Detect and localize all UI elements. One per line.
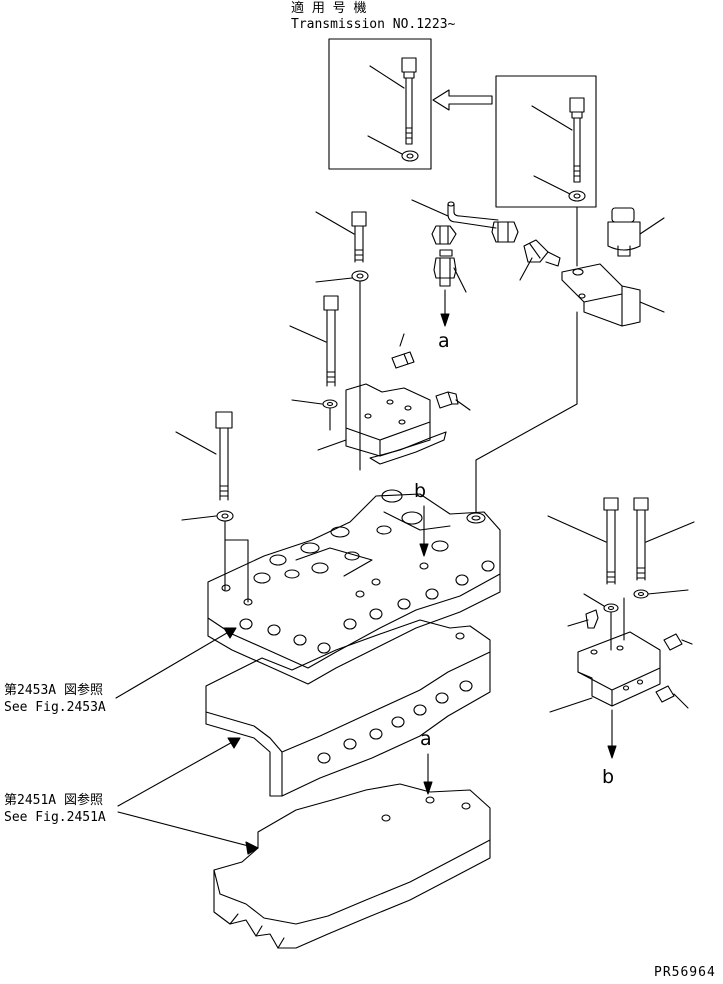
small-plugs [391, 333, 471, 411]
callout-b-top: b [414, 480, 427, 502]
inset-new-bolt-box [328, 38, 432, 170]
reference-fig2453-jp: 第2453A 図参照 [4, 683, 103, 698]
applicability-label-jp: 適 用 号 機 [291, 1, 367, 16]
pressure-sensor-assembly [475, 207, 665, 513]
separator-plate [205, 619, 491, 797]
cover-plate [317, 383, 447, 465]
reference-leaders [115, 627, 259, 855]
replacement-arrow-icon [432, 89, 493, 111]
applicability-label-en: Transmission NO.1223~ [291, 17, 456, 32]
reference-fig2453-en: See Fig.2453A [4, 700, 106, 715]
inset-old-bolt-box [495, 75, 597, 208]
callout-a-bottom: a [420, 728, 432, 750]
control-valve-body [207, 489, 501, 685]
drawing-code: PR56964 [654, 965, 716, 980]
callout-b-right: b [602, 766, 615, 788]
callout-a-top: a [438, 330, 450, 352]
reference-fig2451-en: See Fig.2451A [4, 810, 106, 825]
reference-fig2451-jp: 第2451A 図参照 [4, 793, 103, 808]
right-detail-assembly [547, 497, 695, 759]
upper-bolt-set [289, 211, 369, 471]
left-bolt [175, 411, 249, 603]
oil-pipe-assembly [411, 199, 519, 327]
lower-valve-body [213, 753, 491, 949]
